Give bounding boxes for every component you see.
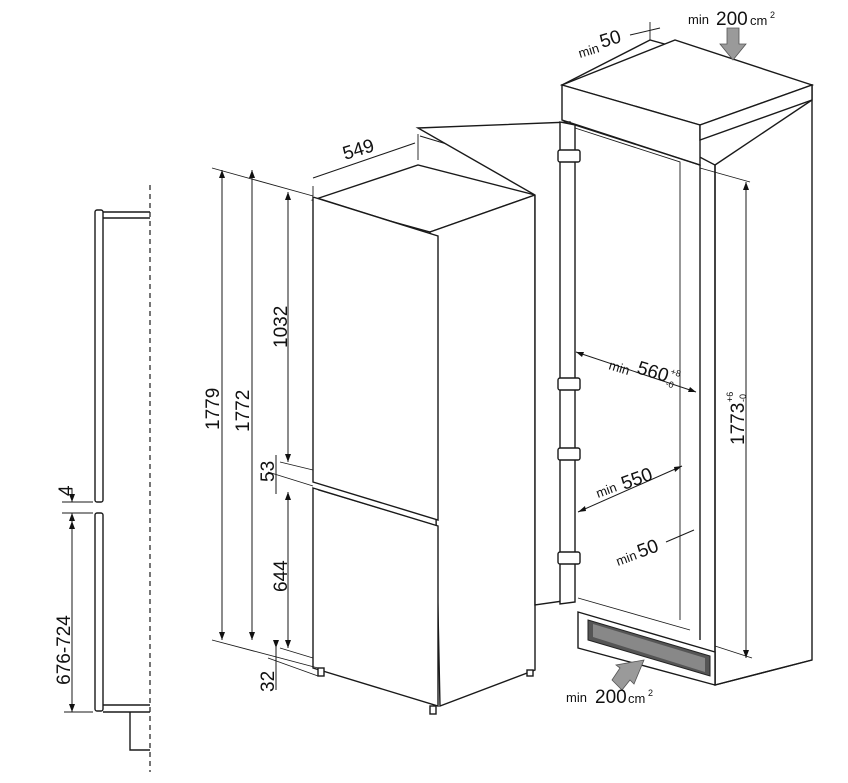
vent-bottom-value: 200 xyxy=(595,687,627,708)
dim-niche-height-tol-minus: -0 xyxy=(738,394,748,402)
appliance-lower-door xyxy=(312,487,439,707)
dim-depth-549: 549 xyxy=(340,135,376,164)
vent-top-min: min xyxy=(688,12,709,27)
dim-niche-height-1773: 1773 xyxy=(728,403,749,445)
dim-door-676-724: 676-724 xyxy=(54,615,75,685)
dim-rear-gap-50: 50 xyxy=(635,536,662,563)
dim-gap-53: 53 xyxy=(258,461,279,482)
vent-top-value: 200 xyxy=(716,9,748,30)
dim-freezer-door-644: 644 xyxy=(271,560,292,592)
vent-top-exp: 2 xyxy=(770,10,775,20)
dim-niche-width-tol-plus: +8 xyxy=(669,366,682,379)
dim-gap-4: 4 xyxy=(56,485,77,496)
hinge-icon xyxy=(557,149,581,163)
hinge-icon xyxy=(557,377,581,391)
open-door-edge xyxy=(559,121,576,605)
dim-height-1772: 1772 xyxy=(233,390,254,432)
hinge-icon xyxy=(557,447,581,461)
appliance-upper-door xyxy=(312,196,439,521)
vent-bottom-min: min xyxy=(566,690,587,705)
dim-top-gap-min: min xyxy=(576,40,600,60)
dim-rear-gap-min: min xyxy=(614,548,639,569)
dim-niche-depth-min: min xyxy=(594,480,619,501)
side-profile: 4 676-724 xyxy=(54,185,151,772)
niche-cabinet: min 50 min 200 cm 2 min 560 +8 -0 min 55… xyxy=(415,9,815,708)
vent-top-unit: cm xyxy=(750,13,767,28)
ventilation-arrow-icon xyxy=(719,27,747,61)
hinge-group xyxy=(557,149,581,565)
hinge-icon xyxy=(557,551,581,565)
lower-door-profile xyxy=(94,512,104,712)
appliance: 549 540 1779 1772 1032 53 644 xyxy=(203,131,538,715)
appliance-side xyxy=(429,194,536,708)
dim-fridge-door-1032: 1032 xyxy=(271,306,292,348)
dim-niche-width-tol-minus: -0 xyxy=(664,378,675,390)
ventilation-arrow-icon xyxy=(611,659,645,691)
vent-bottom-exp: 2 xyxy=(648,688,653,698)
dim-total-height-1779: 1779 xyxy=(203,388,224,430)
dim-niche-depth-550: 550 xyxy=(619,464,656,495)
dim-bottom-32: 32 xyxy=(258,671,279,692)
dim-top-gap-50: 50 xyxy=(597,27,623,53)
upper-door-profile xyxy=(94,209,104,503)
dim-niche-height-tol-plus: +6 xyxy=(725,392,735,402)
vent-bottom-unit: cm xyxy=(628,691,645,706)
dim-niche-width-min: min xyxy=(607,358,631,378)
